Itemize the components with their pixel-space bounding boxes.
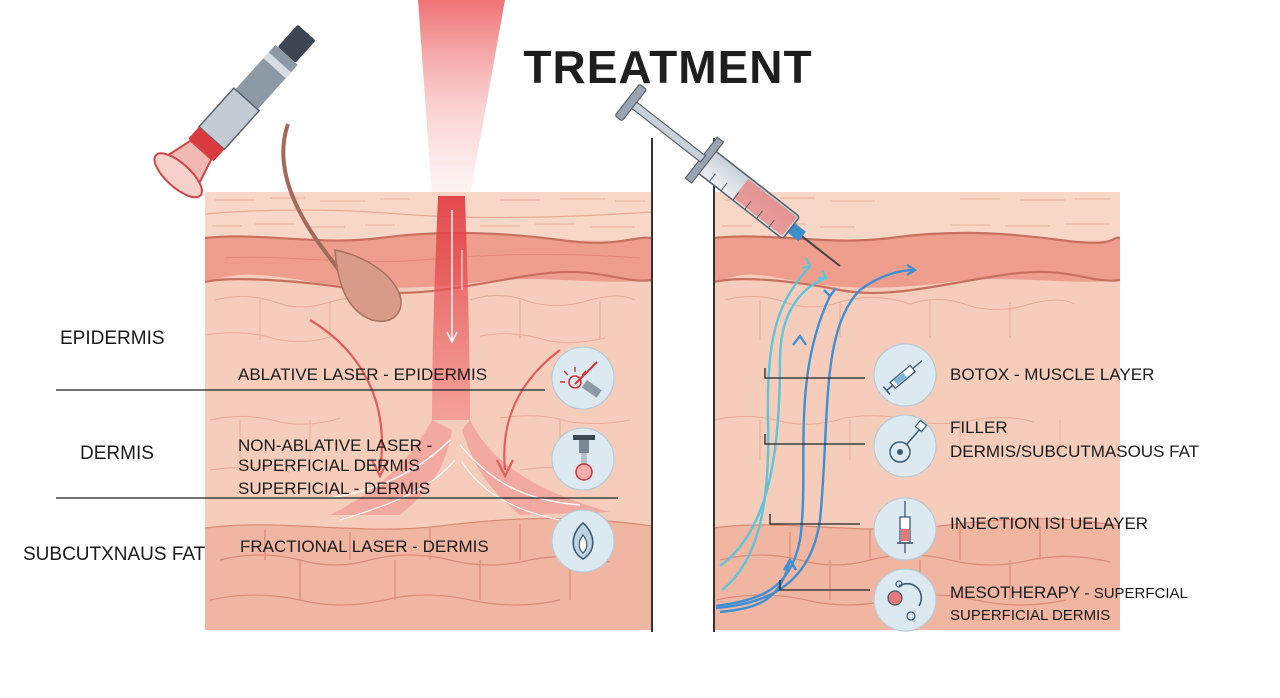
right-pointer-lines [764, 368, 870, 591]
layer-label-dermis: DERMIS [80, 443, 154, 464]
ablative-laser-icon [551, 346, 615, 410]
botox-syringe-icon [873, 343, 937, 407]
laser-handpiece-icon [153, 25, 315, 199]
left-skin-panel [204, 138, 653, 632]
label-mesotherapy: MESOTHERAPY - SUPERFCIAL [950, 583, 1188, 603]
label-botox: BOTOX - MUSCLE LAYER [950, 365, 1155, 384]
label-nonablative-sub1: SUPERFICIAL DERMIS [238, 456, 420, 475]
hair-follicle [281, 123, 402, 322]
layer-label-subcutaneous: SUBCUTXNAUS FAT [23, 544, 206, 565]
mesotherapy-icon [873, 568, 937, 632]
injection-icon [873, 497, 937, 561]
label-fractional-laser: FRACTIONAL LASER - DERMIS [240, 537, 489, 556]
laser-diffusion-arrows [309, 319, 581, 521]
label-injection: INJECTION ISI UELAYER [950, 514, 1149, 533]
injection-path-arrows [715, 257, 918, 614]
label-filler: FILLER [950, 418, 1008, 437]
laser-beam [330, 0, 610, 515]
label-mesotherapy-sub: SUPERFICIAL DERMIS [950, 607, 1111, 624]
syringe-icon [615, 84, 841, 267]
page-title: TREATMENT [523, 41, 813, 93]
filler-icon [873, 414, 937, 478]
label-nonablative-laser: NON-ABLATIVE LASER - [238, 436, 433, 455]
label-mesotherapy-target: - SUPERFCIAL [1080, 585, 1188, 602]
label-ablative-laser: ABLATIVE LASER - EPIDERMIS [238, 365, 488, 384]
left-pointer-lines [56, 389, 618, 499]
layer-label-epidermis: EPIDERMIS [60, 328, 165, 349]
label-nonablative-sub2: SUPERFICIAL - DERMIS [238, 479, 431, 498]
nonablative-laser-icon [551, 427, 615, 491]
label-mesotherapy-name: MESOTHERAPY [950, 583, 1081, 602]
label-filler-target: DERMIS/SUBCUTMASOUS FAT [950, 442, 1200, 461]
fractional-laser-icon [551, 509, 615, 573]
